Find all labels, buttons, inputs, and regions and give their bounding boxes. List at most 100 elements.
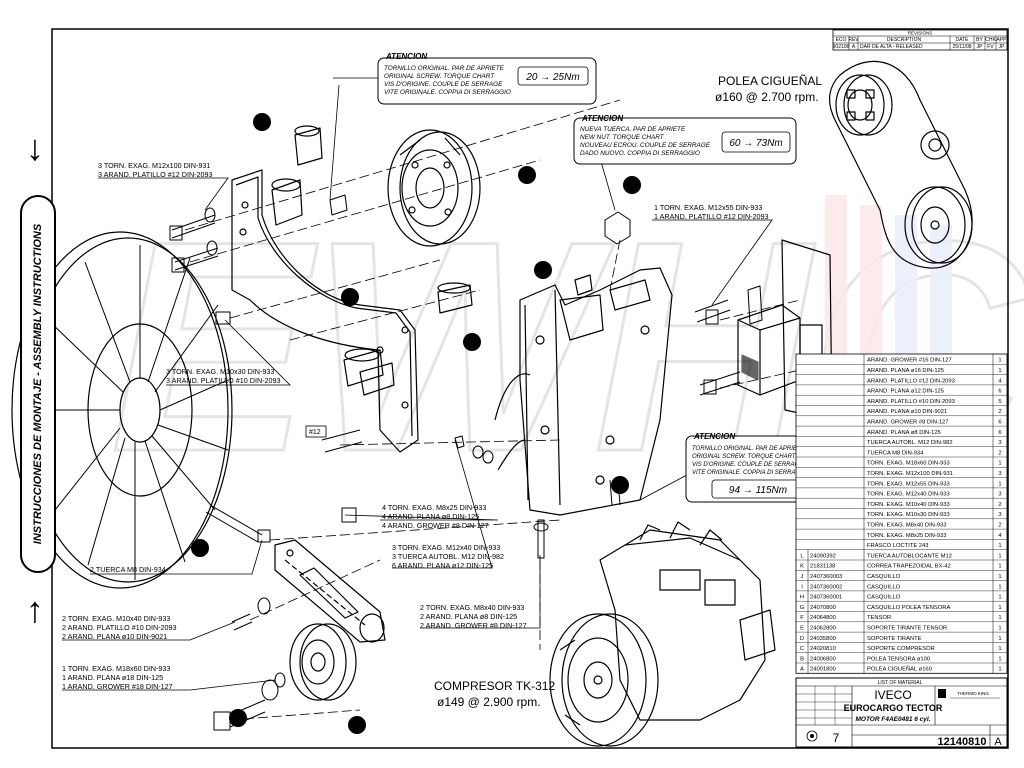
parts-qty: 1 xyxy=(998,605,1001,611)
parts-qty: 1 xyxy=(998,667,1001,673)
parts-list-row: TORN. EXAG. M12x55 DIN-933 1 xyxy=(796,481,1007,489)
callout-2-torque: 60 → 73Nm xyxy=(729,138,782,149)
compresor-spec: ø149 @ 2.900 rpm. xyxy=(437,695,541,709)
callout-2-line-1: NUEVA TUERCA. PAR DE APRIETE xyxy=(580,126,686,133)
callout-3-line-1: TORNILLO ORIGINAL. PAR DE APRIETE xyxy=(692,446,806,452)
callout-1-torque: 20 → 25Nm xyxy=(525,72,579,83)
callout-1-title: ATENCION xyxy=(385,52,427,61)
parts-desc: SOPORTE COMPRESOR xyxy=(867,646,935,652)
parts-qty: 6 xyxy=(998,430,1001,436)
callout-2-title: ATENCION xyxy=(581,114,623,123)
parts-item: B xyxy=(800,656,804,662)
rev-h-by: BY xyxy=(976,37,983,43)
parts-desc: TUERCA M8 DIN-934 xyxy=(867,450,924,456)
label-l9a: 2 TORN. EXAG. M8x40 DIN-933 xyxy=(420,603,524,612)
parts-desc: TUERCA AUTOBLOCANTE M12 xyxy=(867,553,952,559)
parts-desc: TORN. EXAG. M10x30 DIN-933 xyxy=(867,512,950,518)
compresor-title: COMPRESOR TK-312 xyxy=(434,679,555,693)
rev-h-eco: ECO xyxy=(836,37,847,43)
parts-desc: FRASCO LOCTITE 243 xyxy=(867,543,929,549)
callout-2-line-3: NOUVEAU ECROU. COUPLE DE SERRAGE xyxy=(580,142,711,149)
parts-code: 2407360002 xyxy=(810,584,842,590)
label-l2b: 1 ARAND. PLATILLO #12 DIN-2093 xyxy=(654,212,769,221)
parts-item: J xyxy=(801,574,804,580)
parts-list-row: TORN. EXAG. M10x30 DIN-933 3 xyxy=(796,512,1007,519)
label-l3b: 3 ARAND. PLATILLO #10 DIN-2093 xyxy=(166,376,281,385)
watermark: EWHC xyxy=(109,177,1024,516)
parts-desc: TORN. EXAG. M8x40 DIN-933 xyxy=(867,523,946,529)
callout-3: ATENCION TORNILLO ORIGINAL. PAR DE APRIE… xyxy=(685,432,831,503)
callout-3-torque: 94 → 115Nm xyxy=(729,485,787,496)
parts-desc: TORN. EXAG. M8x25 DIN-933 xyxy=(867,533,946,539)
parts-desc: ARAND. PLATILLO #12 DIN-2093 xyxy=(867,378,955,384)
motor-name: MOTOR F4AE0481 6 cyl. xyxy=(855,716,930,723)
parts-item: I xyxy=(801,584,803,590)
parts-code: 24035800 xyxy=(810,636,836,642)
parts-desc: ARAND. PLANA ø10 DIN-9021 xyxy=(867,409,947,415)
parts-desc: TENSOR xyxy=(867,615,891,621)
label-l1a: 3 TORN. EXAG. M12x100 DIN-931 xyxy=(98,161,210,170)
callout-3-title: ATENCION xyxy=(693,432,735,441)
sheet-number: 7 xyxy=(833,731,840,745)
label-l10a: 1 TORN. EXAG. M18x60 DIN-933 xyxy=(62,664,170,673)
parts-item: C xyxy=(800,646,804,652)
label-l2a: 1 TORN. EXAG. M12x55 DIN-933 xyxy=(654,203,762,212)
parts-item: G xyxy=(800,605,805,611)
parts-qty: 3 xyxy=(998,492,1001,498)
parts-desc: SOPORTE TIRANTE TENSOR xyxy=(867,626,947,632)
rev-h-desc: DESCRIPTION xyxy=(887,37,922,43)
rev-by: JP xyxy=(977,44,984,50)
parts-code: 24001800 xyxy=(810,667,836,673)
brand-name: IVECO xyxy=(874,688,911,702)
rev-chk: FV xyxy=(987,44,994,50)
parts-desc: ARAND. GROWER #16 DIN-127 xyxy=(867,358,952,364)
hub-pulley xyxy=(387,129,481,247)
parts-desc: ARAND. PLATILLO #10 DIN-2093 xyxy=(867,399,955,405)
label-l6b: 3 TUERCA AUTOBL. M12 DIN-982 xyxy=(392,552,504,561)
parts-desc: CASQUILLO xyxy=(867,595,901,601)
callout-2-line-2: NEW NUT. TORQUE CHART xyxy=(580,134,665,141)
revision-title: REVISIONS xyxy=(908,31,933,36)
watermark-stripe-blue2 xyxy=(930,225,952,370)
callout-3-line-3: VIS D'ORIGINE. COUPLE DE SERRAGE xyxy=(692,462,804,468)
company-logo xyxy=(938,689,946,698)
label-l6a: 3 TORN. EXAG. M12x40 DIN-933 xyxy=(392,543,500,552)
watermark-stripe-blue xyxy=(895,215,917,375)
rev-h-date: DATE xyxy=(956,37,970,43)
parts-item: E xyxy=(800,626,804,632)
parts-item: D xyxy=(800,636,804,642)
parts-code: 24020810 xyxy=(810,646,836,652)
label-l5b: 4 ARAND. PLANA ø8 DIN-125 xyxy=(382,512,479,521)
callout-1-line-3: VIS D'ORIGINE. COUPLE DE SERRAGE xyxy=(384,81,503,88)
rev-h-rev: REV xyxy=(848,37,859,43)
label-l9b: 2 ARAND. PLANA ø8 DIN-125 xyxy=(420,612,517,621)
parts-qty: 3 xyxy=(998,512,1001,518)
projection-symbol xyxy=(806,730,818,742)
parts-item: L xyxy=(800,553,804,559)
polea-title: POLEA CIGUEÑAL xyxy=(718,74,822,88)
parts-desc: TORN. EXAG. M12x55 DIN-933 xyxy=(867,481,950,487)
upper-bracket xyxy=(231,169,419,453)
parts-qty: 2 xyxy=(998,523,1001,529)
parts-desc: ARAND. PLANA ø8 DIN-125 xyxy=(867,430,941,436)
parts-desc: TORN. EXAG. M12x40 DIN-933 xyxy=(867,492,950,498)
parts-qty: 1 xyxy=(998,481,1001,487)
compressor-bracket xyxy=(494,267,673,516)
parts-qty: 1 xyxy=(998,553,1001,559)
parts-list-row: TORN. EXAG. M12x40 DIN-933 3 xyxy=(796,492,1007,499)
parts-item: A xyxy=(800,667,804,673)
label-l9c: 2 ARAND. GROWER #8 DIN-127 xyxy=(420,621,527,630)
